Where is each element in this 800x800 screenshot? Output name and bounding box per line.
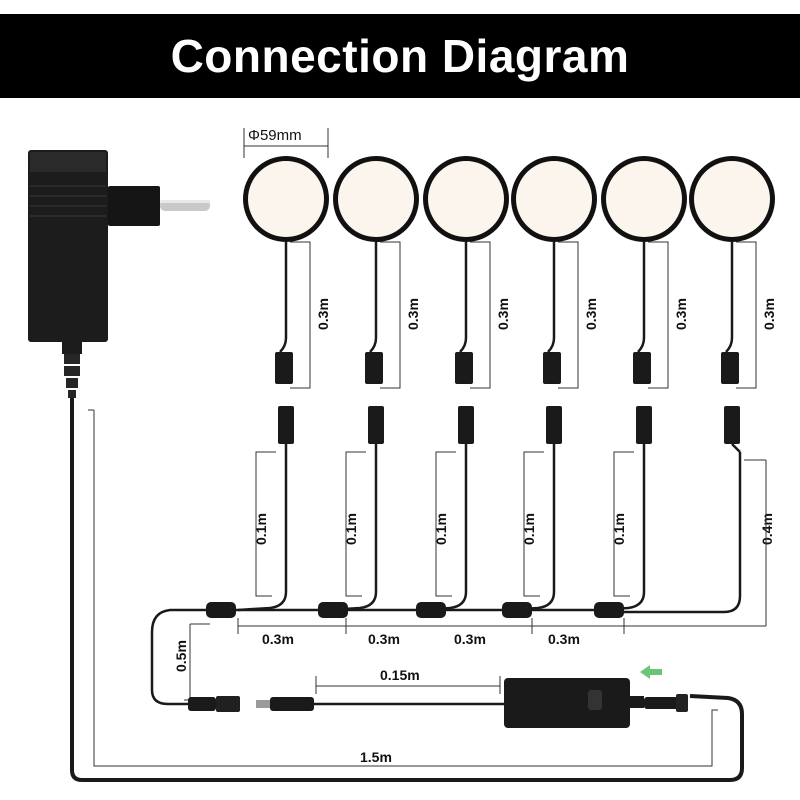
light-face bbox=[428, 161, 504, 237]
diameter-dimension bbox=[243, 128, 329, 158]
switch-input-plug bbox=[630, 694, 688, 712]
lead-label: 0.3m bbox=[761, 298, 777, 330]
adapter-cable-label: 1.5m bbox=[360, 749, 392, 765]
branch-cable bbox=[417, 444, 468, 612]
cable-label: 0.1m bbox=[343, 513, 359, 545]
lights-group: 0.3m 0.1m 0.3m 0.1m 0.3m 0.1m 0.3m 0.1m 0.3m 0.1m… bbox=[237, 156, 777, 612]
bus-cable bbox=[150, 608, 600, 706]
last-light-cable bbox=[622, 452, 742, 614]
power-adapter bbox=[28, 150, 210, 398]
cable-label: 0.1m bbox=[521, 513, 537, 545]
cable-dimension bbox=[523, 451, 544, 597]
light-lead bbox=[637, 242, 646, 353]
light-4: 0.3m 0.1m bbox=[505, 156, 599, 612]
light-connector bbox=[365, 352, 383, 384]
light-lead bbox=[725, 242, 734, 353]
cable-connector bbox=[278, 406, 294, 444]
dc-plug bbox=[256, 697, 314, 711]
switch-cable-dimension bbox=[315, 676, 501, 694]
switch-box bbox=[504, 678, 630, 728]
switch-cable-label: 0.15m bbox=[380, 667, 420, 683]
light-connector bbox=[633, 352, 651, 384]
light-connector bbox=[275, 352, 293, 384]
cable-dimension bbox=[613, 451, 634, 597]
segment-dimensions bbox=[237, 460, 767, 634]
cable-connector bbox=[724, 406, 740, 444]
light-6: 0.3m 0.4m bbox=[689, 156, 777, 545]
lead-dimension bbox=[380, 241, 401, 389]
light-lead bbox=[279, 242, 288, 353]
cable-label: 0.1m bbox=[611, 513, 627, 545]
light-5: 0.3m 0.1m bbox=[595, 156, 689, 612]
title-bar: Connection Diagram bbox=[0, 14, 800, 98]
adapter-cable-dimension bbox=[88, 409, 718, 767]
cable-label: 0.1m bbox=[253, 513, 269, 545]
cable-dimension bbox=[345, 451, 366, 597]
light-connector bbox=[455, 352, 473, 384]
cable-dimension bbox=[255, 451, 276, 597]
lead-dimension bbox=[470, 241, 491, 389]
light-1: 0.3m 0.1m bbox=[237, 156, 331, 612]
adapter-cable bbox=[70, 398, 744, 782]
branch-cable bbox=[327, 444, 378, 612]
segment-label-4: 0.3m bbox=[548, 631, 580, 647]
lead-label: 0.3m bbox=[315, 298, 331, 330]
lead-label: 0.3m bbox=[495, 298, 511, 330]
light-face bbox=[516, 161, 592, 237]
branch-cable bbox=[505, 444, 556, 612]
lead-dimension bbox=[558, 241, 579, 389]
branch-cable bbox=[237, 444, 288, 612]
cable-connector bbox=[368, 406, 384, 444]
light-lead bbox=[547, 242, 556, 353]
left-drop-label: 0.5m bbox=[173, 640, 189, 672]
cable-connector bbox=[458, 406, 474, 444]
lead-dimension bbox=[648, 241, 669, 389]
light-lead bbox=[369, 242, 378, 353]
cable-dimension bbox=[435, 451, 456, 597]
cable-label: 0.4m bbox=[759, 513, 775, 545]
light-face bbox=[694, 161, 770, 237]
segment-label-2: 0.3m bbox=[368, 631, 400, 647]
segment-label-3: 0.3m bbox=[454, 631, 486, 647]
cable-label: 0.1m bbox=[433, 513, 449, 545]
light-face bbox=[606, 161, 682, 237]
light-3: 0.3m 0.1m bbox=[417, 156, 511, 612]
arrow-left-icon bbox=[640, 665, 662, 679]
light-lead bbox=[459, 242, 468, 353]
lead-label: 0.3m bbox=[673, 298, 689, 330]
page-title: Connection Diagram bbox=[170, 30, 630, 82]
light-face bbox=[248, 161, 324, 237]
light-2: 0.3m 0.1m bbox=[327, 156, 421, 612]
lead-label: 0.3m bbox=[405, 298, 421, 330]
dc-socket bbox=[188, 696, 240, 712]
light-connector bbox=[721, 352, 739, 384]
cable-connector bbox=[546, 406, 562, 444]
splitter-connectors bbox=[206, 602, 624, 618]
light-face bbox=[338, 161, 414, 237]
lead-dimension bbox=[736, 241, 757, 389]
cable-connector bbox=[636, 406, 652, 444]
diameter-label: Φ59mm bbox=[248, 127, 302, 144]
lead-label: 0.3m bbox=[583, 298, 599, 330]
branch-cable bbox=[731, 443, 741, 453]
lead-dimension bbox=[290, 241, 311, 389]
segment-label-1: 0.3m bbox=[262, 631, 294, 647]
light-connector bbox=[543, 352, 561, 384]
branch-cable bbox=[595, 444, 646, 612]
